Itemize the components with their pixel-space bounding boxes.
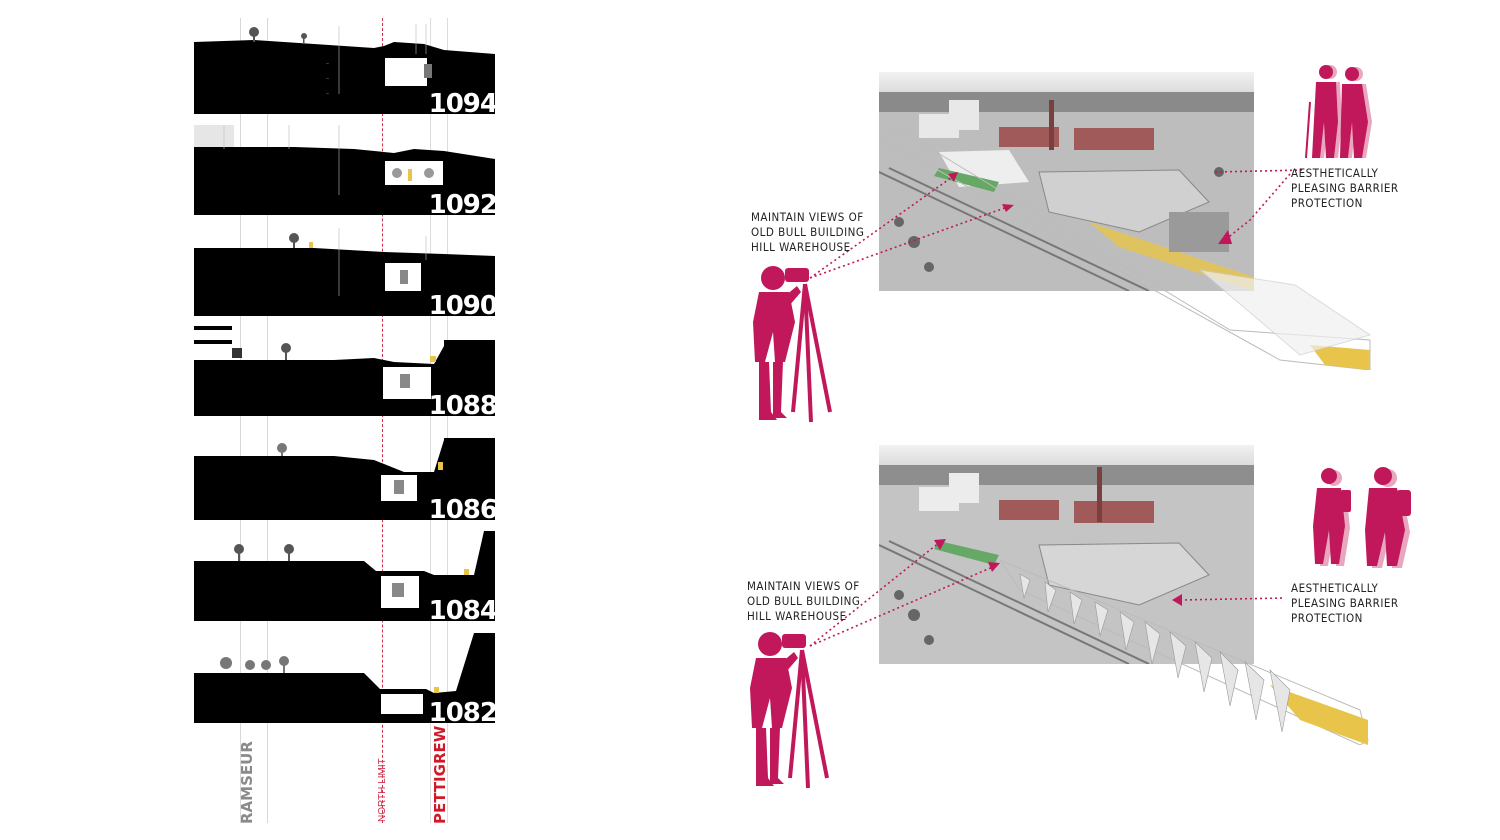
left-annotation-1: MAINTAIN VIEWS OF OLD BULL BUILDING HILL… (751, 210, 864, 255)
hikers-icon (1313, 467, 1411, 568)
sightlines-2 (809, 539, 1286, 647)
pettigrew-line (430, 18, 431, 823)
aerial-photo-1-drawing (879, 72, 1254, 291)
section-number: 1092 (428, 190, 495, 215)
annotation-line: PLEASING BARRIER (1291, 596, 1399, 610)
aerial-photo-1 (879, 72, 1254, 291)
surveyor-icon (753, 266, 832, 423)
annotation-line: PLEASING BARRIER (1291, 181, 1399, 195)
svg-text:—: — (326, 91, 329, 95)
section-strip: — — — 1094 1092 1090 (0, 0, 520, 840)
elderly-couple-icon (1305, 65, 1372, 159)
ramseur-line (240, 18, 241, 823)
aerial-photo-2-drawing (879, 445, 1254, 664)
section-1090: 1090 (194, 226, 495, 316)
section-1086-drawing (194, 438, 495, 520)
section-1082: 1082 (194, 633, 495, 723)
section-number: 1090 (428, 291, 495, 316)
surveyor-icon (750, 632, 829, 789)
section-number: 1094 (428, 89, 495, 114)
section-number: 1084 (428, 596, 495, 621)
section-1090-drawing (194, 228, 495, 316)
annotation-line: HILL WAREHOUSE (747, 609, 847, 623)
sightlines-1 (809, 169, 1306, 279)
aerial-photo-2 (879, 445, 1254, 664)
left-annotation-2: MAINTAIN VIEWS OF OLD BULL BUILDING HILL… (747, 579, 860, 624)
svg-text:—: — (326, 61, 329, 65)
section-1088-drawing (194, 326, 495, 416)
annotation-line: PROTECTION (1291, 196, 1363, 210)
annotation-line: AESTHETICALLY (1291, 166, 1379, 180)
annotation-line: AESTHETICALLY (1291, 581, 1379, 595)
right-annotation-1: AESTHETICALLY PLEASING BARRIER PROTECTIO… (1291, 166, 1399, 211)
annotation-line: OLD BULL BUILDING (747, 594, 861, 608)
section-1086: 1086 (194, 430, 495, 520)
section-1092-drawing (194, 125, 495, 215)
section-1094: — — — 1094 (194, 24, 495, 114)
section-number: 1088 (428, 391, 495, 416)
section-1082-drawing (194, 633, 495, 723)
section-1092: 1092 (194, 125, 495, 215)
annotation-line: MAINTAIN VIEWS OF (747, 579, 860, 593)
pettigrew-line-2 (447, 18, 448, 823)
annotation-line: OLD BULL BUILDING (751, 225, 865, 239)
ramseur-line-2 (267, 18, 268, 823)
ramseur-label: RAMSEUR (238, 741, 256, 824)
walkway-overlay-1 (878, 129, 1372, 370)
section-1094-drawing: — — — (194, 24, 495, 114)
section-1084-drawing (194, 531, 495, 621)
annotation-line: MAINTAIN VIEWS OF (751, 210, 864, 224)
north-limit-label: NORTH LIMIT (377, 758, 388, 822)
right-annotation-2: AESTHETICALLY PLEASING BARRIER PROTECTIO… (1291, 581, 1399, 626)
annotation-line: HILL WAREHOUSE (751, 240, 851, 254)
pettigrew-label: PETTIGREW (431, 725, 449, 824)
fin-barrier-2 (1000, 560, 1369, 745)
section-1084: 1084 (194, 531, 495, 621)
section-number: 1082 (428, 698, 495, 723)
section-number: 1086 (428, 495, 495, 520)
annotation-line: PROTECTION (1291, 611, 1363, 625)
svg-text:—: — (326, 76, 329, 80)
north-limit-line (382, 18, 383, 823)
section-1088: 1088 (194, 326, 495, 416)
